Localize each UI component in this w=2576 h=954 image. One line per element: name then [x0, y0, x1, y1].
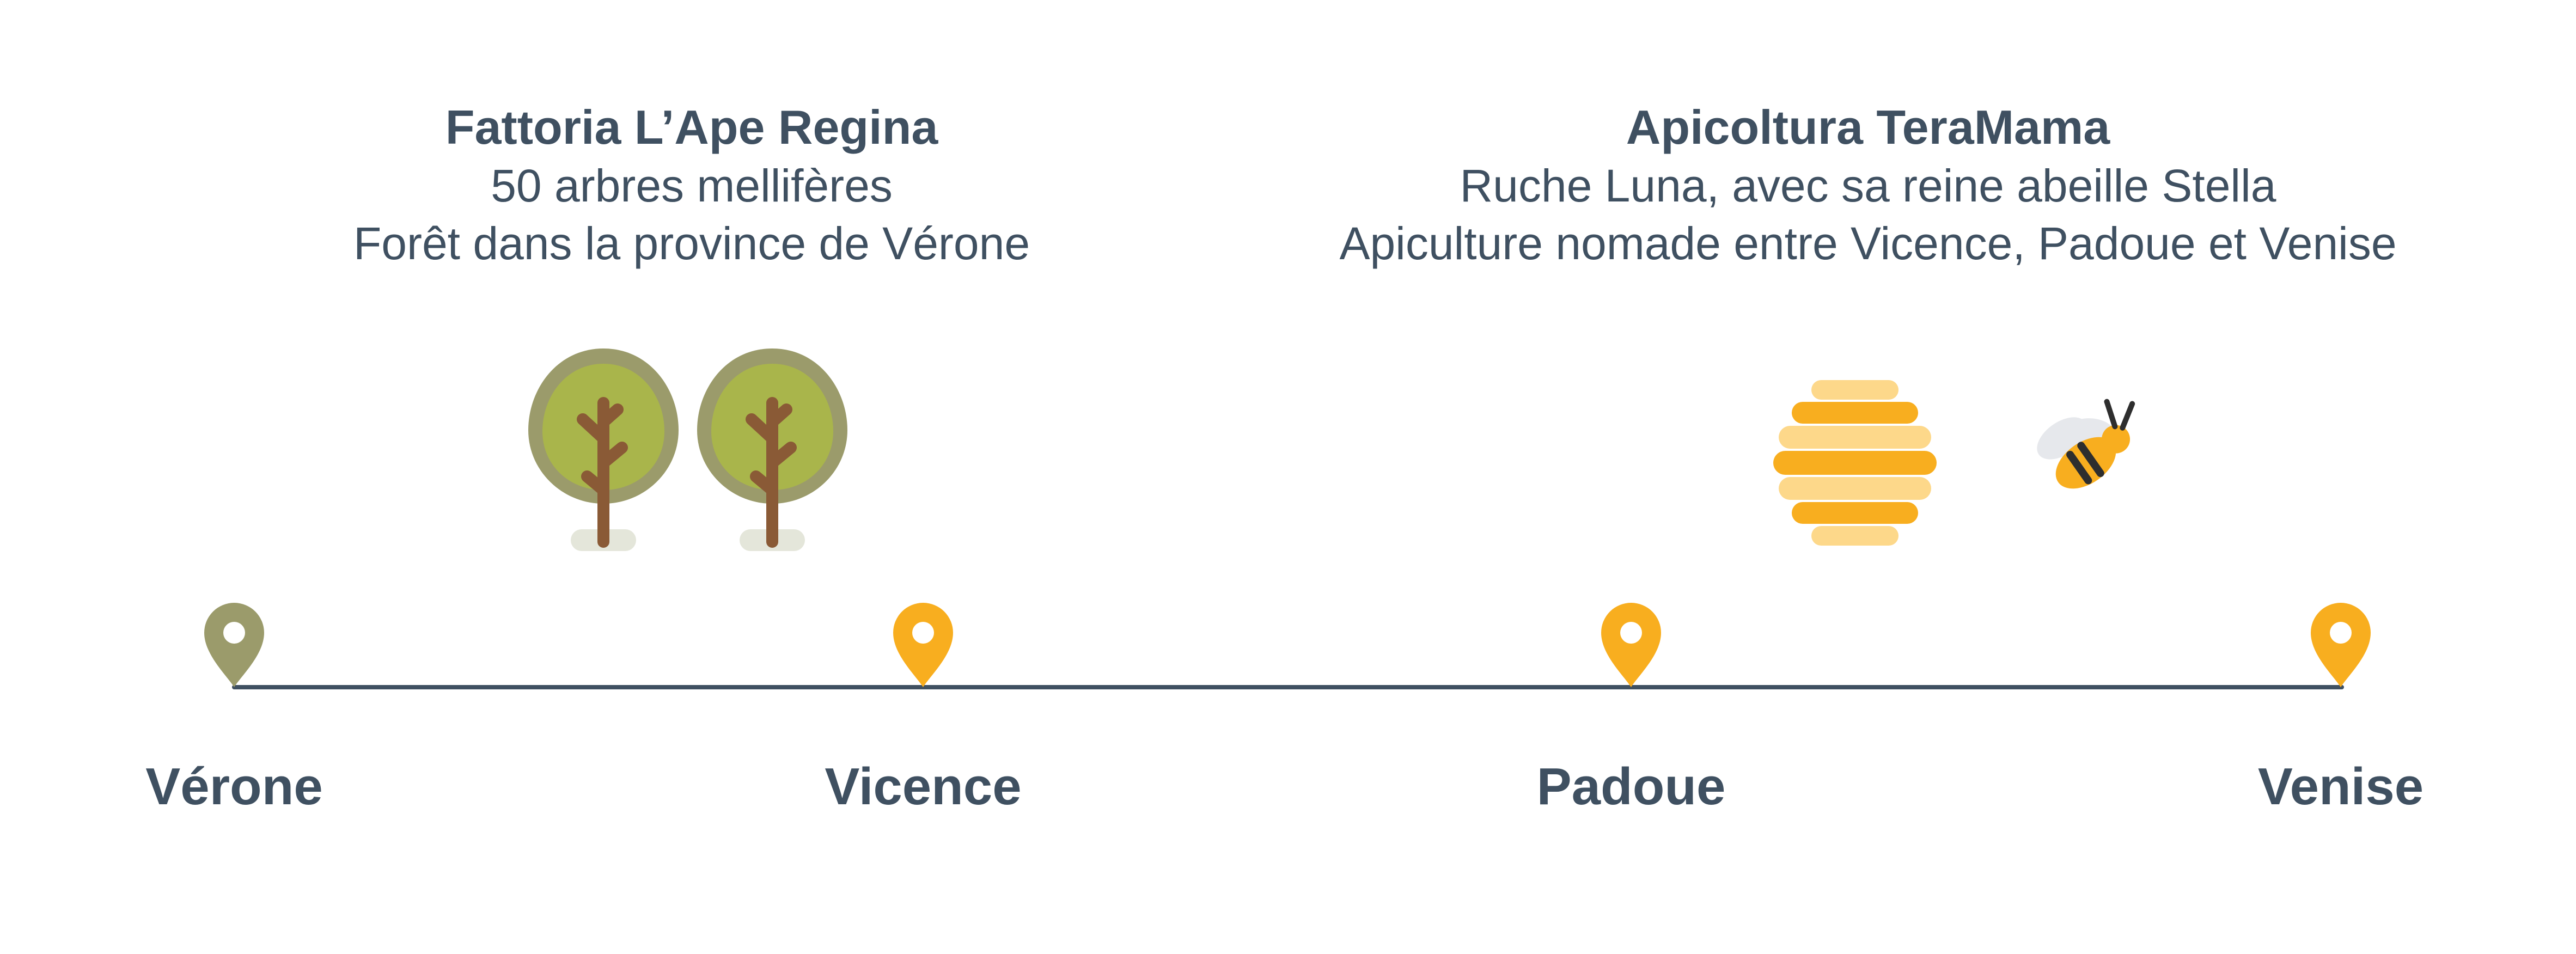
bee-icon: [2037, 399, 2135, 489]
farm-description-trees: 50 arbres mellifères: [491, 160, 893, 211]
tree-icon: [697, 348, 847, 551]
farm-title: Fattoria L’Ape Regina: [445, 100, 938, 154]
map-pin-icon: [1601, 603, 1661, 687]
city-label-venise: Venise: [2257, 757, 2424, 816]
tree-icon: [528, 348, 679, 551]
city-label-vicence: Vicence: [825, 757, 1022, 816]
apiary-title: Apicoltura TeraMama: [1626, 100, 2110, 154]
city-label-padoue: Padoue: [1536, 757, 1726, 816]
apiary-description-route: Apiculture nomade entre Vicence, Padoue …: [1339, 218, 2397, 269]
map-pin-icon: [2311, 603, 2371, 687]
farm-description-location: Forêt dans la province de Vérone: [353, 218, 1030, 269]
map-pin-icon: [893, 603, 953, 687]
farm-info: Fattoria L’Ape Regina 50 arbres mellifèr…: [305, 98, 1078, 272]
apiary-description-hive: Ruche Luna, avec sa reine abeille Stella: [1460, 160, 2276, 211]
city-label-verone: Vérone: [145, 757, 323, 816]
apiary-info: Apicoltura TeraMama Ruche Luna, avec sa …: [1269, 98, 2467, 272]
beehive-icon: [1773, 380, 1937, 546]
map-pin-icon: [204, 603, 264, 687]
